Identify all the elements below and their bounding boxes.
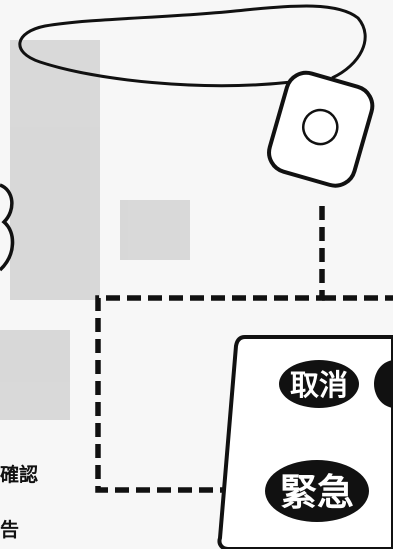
emergency-button-label: 緊急	[280, 471, 354, 514]
pendant-button-icon	[302, 108, 339, 146]
report-text: 告	[0, 518, 19, 541]
left-edge-curve	[0, 183, 15, 272]
cancel-button-label: 取消	[290, 368, 348, 402]
partial-button	[374, 360, 393, 408]
pendant-device	[267, 70, 375, 188]
background-print	[0, 40, 190, 420]
cancel-button: 取消	[279, 360, 359, 408]
dashed-connector	[95, 206, 393, 493]
emergency-button: 緊急	[265, 460, 369, 522]
neck-strap	[18, 4, 367, 88]
confirm-text: 確認	[0, 463, 38, 486]
